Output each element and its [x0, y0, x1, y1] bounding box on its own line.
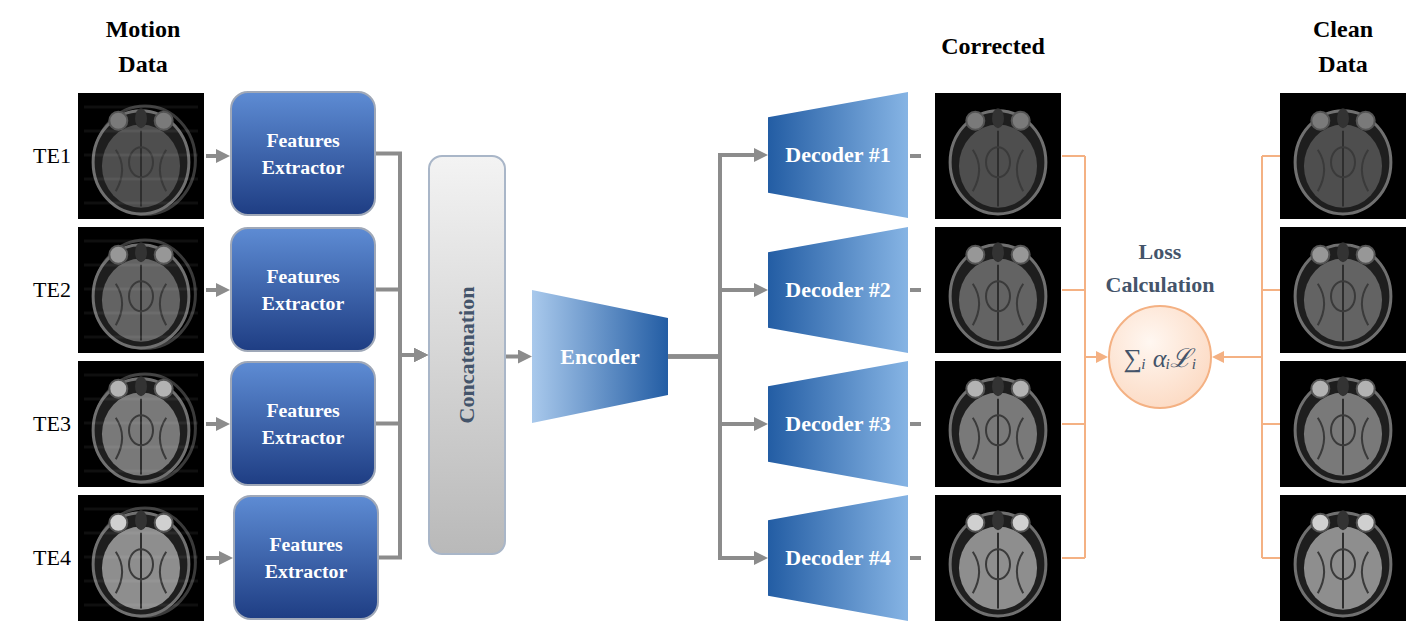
- input-arrow: [206, 154, 216, 158]
- node-label: Features Extractor: [232, 127, 374, 180]
- corrected-image: [935, 361, 1061, 487]
- motion-image: [78, 93, 204, 219]
- feature-extractor-box: Features Extractor: [230, 361, 376, 486]
- node-label: Features Extractor: [235, 531, 377, 584]
- loss-arrow: [1085, 356, 1096, 358]
- node-label: Decoder #1: [785, 142, 890, 168]
- column-heading: Motion Data: [88, 12, 198, 82]
- loss-line: [1262, 155, 1280, 157]
- decoder-block: Decoder #3: [768, 361, 908, 487]
- node-label: Decoder #3: [785, 411, 890, 437]
- decoder-block: Decoder #2: [768, 227, 908, 353]
- concatenation-bar: Concatenation: [428, 155, 506, 555]
- node-label: Decoder #2: [785, 277, 890, 303]
- flow-arrow: [376, 290, 414, 356]
- loss-heading: Loss Calculation: [1090, 235, 1230, 301]
- echo-time-label: TE3: [28, 411, 76, 437]
- loss-line: [1062, 423, 1085, 425]
- motion-image: [78, 361, 204, 487]
- motion-image: [78, 495, 204, 621]
- encoder-block: Encoder: [532, 290, 668, 423]
- feature-extractor-box: Features Extractor: [230, 227, 376, 352]
- input-arrow: [206, 556, 219, 560]
- flow-arrow: [376, 154, 414, 356]
- loss-line: [1262, 289, 1280, 291]
- column-heading: Corrected: [918, 29, 1068, 64]
- echo-time-label: TE4: [28, 545, 76, 571]
- column-heading: Clean Data: [1288, 12, 1398, 82]
- flow-arrow: [668, 290, 754, 357]
- clean-image: [1280, 495, 1406, 621]
- loss-line: [1062, 289, 1085, 291]
- loss-arrow: [1224, 356, 1262, 358]
- loss-line: [1262, 423, 1280, 425]
- echo-time-label: TE2: [28, 277, 76, 303]
- echo-time-label: TE1: [28, 143, 76, 169]
- flow-arrow: [506, 355, 518, 359]
- input-arrow: [206, 288, 216, 292]
- loss-circle: Loss Calculation∑ᵢ αᵢℒᵢ: [1108, 305, 1212, 409]
- input-arrow: [206, 422, 216, 426]
- node-label: Decoder #4: [785, 545, 890, 571]
- flow-arrow: [376, 355, 414, 424]
- loss-line: [1062, 155, 1085, 157]
- flow-arrow: [668, 357, 754, 559]
- feature-extractor-box: Features Extractor: [230, 91, 376, 216]
- node-label: Features Extractor: [232, 263, 374, 316]
- node-label: Encoder: [560, 344, 639, 370]
- clean-image: [1280, 93, 1406, 219]
- motion-image: [78, 227, 204, 353]
- feature-extractor-box: Features Extractor: [233, 495, 379, 620]
- flow-arrow: [379, 355, 414, 558]
- loss-line: [1062, 557, 1085, 559]
- corrected-image: [935, 93, 1061, 219]
- corrected-image: [935, 495, 1061, 621]
- loss-formula: ∑ᵢ αᵢℒᵢ: [1123, 339, 1196, 375]
- flow-arrow: [668, 155, 754, 357]
- corrected-image: [935, 227, 1061, 353]
- decoder-block: Decoder #4: [768, 495, 908, 621]
- clean-image: [1280, 227, 1406, 353]
- clean-image: [1280, 361, 1406, 487]
- loss-line: [1262, 557, 1280, 559]
- decoder-block: Decoder #1: [768, 92, 908, 218]
- flow-arrow: [668, 357, 754, 425]
- node-label: Concatenation: [454, 287, 480, 424]
- node-label: Features Extractor: [232, 397, 374, 450]
